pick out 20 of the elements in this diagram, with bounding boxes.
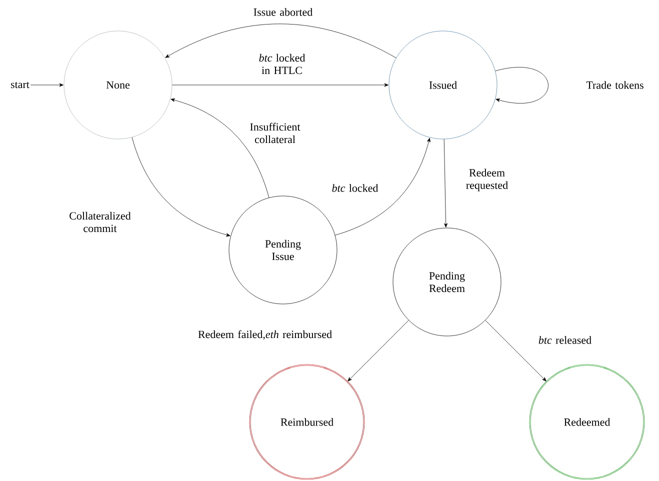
arrow (495, 67, 548, 104)
arrow (132, 137, 230, 237)
start-label: start (11, 82, 30, 88)
arrow (348, 320, 409, 382)
edge-label: Redeem requested (466, 168, 508, 192)
edge-label: Insufficient collateral (250, 122, 300, 144)
arrow (165, 24, 396, 58)
arrow (485, 320, 546, 382)
arrow (172, 83, 388, 87)
edge-label: btc locked in HTLC (259, 54, 306, 74)
edge-label: Collateralized commit (70, 212, 131, 232)
arrow (444, 138, 448, 228)
arrow (170, 98, 270, 198)
edge-label: Trade tokens (586, 81, 644, 89)
edge-label: Issue aborted (254, 8, 312, 16)
edge-label: btc locked (332, 184, 378, 192)
edge-label: Redeem failed,eth reimbursed (198, 330, 332, 340)
arrow (334, 138, 430, 236)
arrow (30, 83, 64, 87)
edge-label: btc released (538, 336, 592, 344)
